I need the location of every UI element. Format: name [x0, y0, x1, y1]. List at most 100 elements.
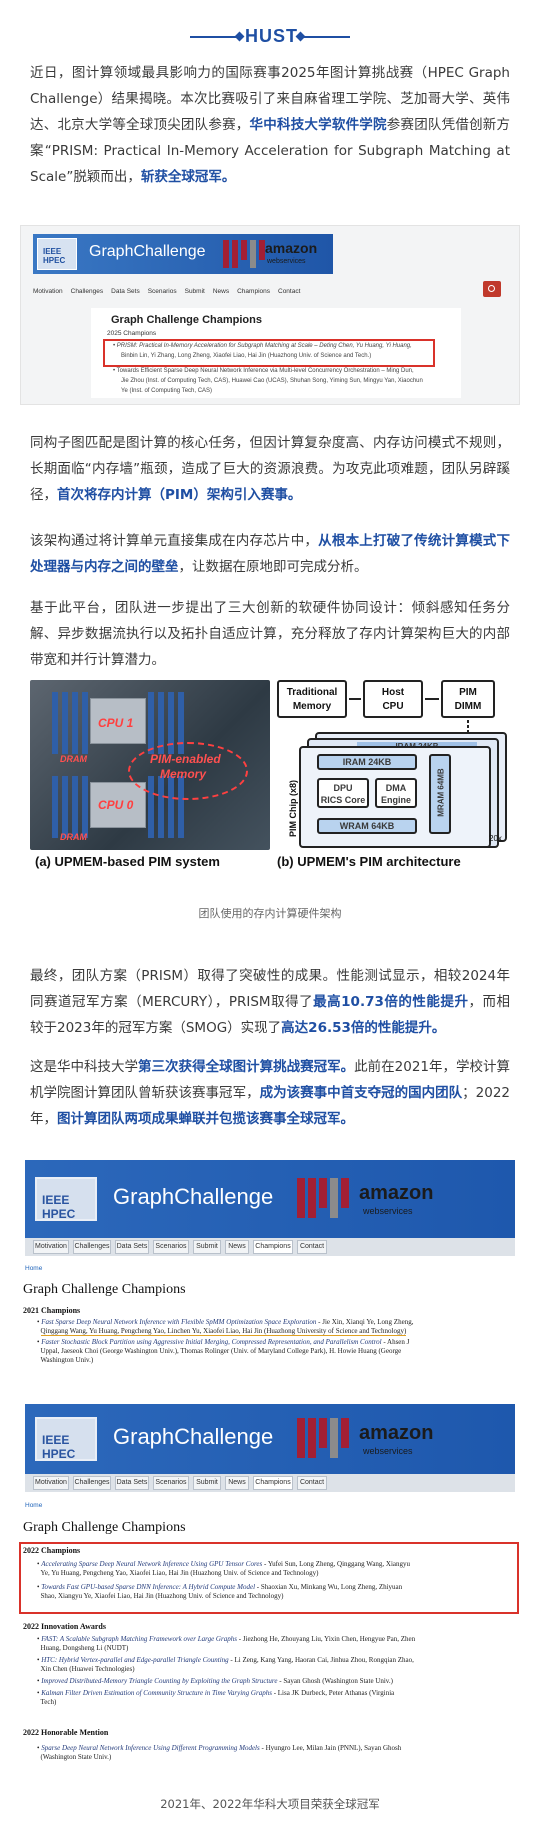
nav-data-sets[interactable]: Data Sets: [111, 288, 140, 295]
pim-highlight-ellipse: [128, 742, 248, 800]
gc-nav-2022: Motivation Challenges Data Sets Scenario…: [25, 1474, 515, 1492]
para3-highlight: 从根本上打破了传统计算模式下处理器与内存之间的壁垒: [30, 533, 511, 575]
dpu-box: DPU RICS Core: [317, 778, 369, 808]
champion-2021-1-authors-b: Qinggang Wang, Yu Huang, Pengcheng Yao, …: [40, 1327, 407, 1336]
mit-logo-2021: [297, 1178, 349, 1218]
gc-banner-title: GraphChallenge: [89, 243, 206, 260]
para6-text-2: 此前在2021年，学校计算机学院图计算团队曾斩获该赛事冠军，: [30, 1059, 511, 1101]
tab-motivation-2022[interactable]: Motivation: [33, 1476, 69, 1490]
final-caption: 2021年、2022年华科大项目荣获全球冠军: [160, 1797, 380, 1811]
para6-text-1: 这是华中科技大学: [30, 1059, 139, 1075]
honorable-2022-1: • Sparse Deep Neural Network Inference U…: [37, 1744, 402, 1761]
tab-news-2021[interactable]: News: [225, 1240, 249, 1254]
nav-submit[interactable]: Submit: [184, 288, 205, 295]
innovation-4-title: Kalman Filter Driven Estimation of Commu…: [41, 1689, 272, 1697]
gc-nav: Motivation Challenges Data Sets Scenarios Su…: [33, 288, 503, 302]
champion-2021-1-authors-a: - Jie Xin, Xianqi Ye, Long Zheng,: [316, 1318, 414, 1326]
dma-label-1: DMA: [385, 783, 407, 793]
home-link-2022[interactable]: Home: [25, 1502, 43, 1509]
dma-label-2: Engine: [380, 795, 411, 805]
champion-2021-1: • Fast Sparse Deep Neural Network Infere…: [37, 1318, 414, 1336]
nav-contact[interactable]: Contact: [278, 288, 301, 295]
year-2022-heading: 2022 Champions: [23, 1546, 81, 1555]
year-2021-heading: 2021 Champions: [23, 1306, 81, 1315]
nav-challenges[interactable]: Challenges: [70, 288, 104, 295]
innovation-2022-heading: 2022 Innovation Awards: [23, 1622, 106, 1631]
innovation-2-authors-b: Xin Chen (Huawei Technologies): [40, 1665, 135, 1673]
dram-label-bottom: DRAM: [60, 832, 87, 842]
champion-line-3: • Towards Efficient Sparse Deep Neural N…: [113, 368, 414, 374]
amazon-logo-2022: amazon: [359, 1422, 434, 1444]
champion-2022-2-authors-b: Shao, Xiangyu Ye, Xiaofei Liao, Hai Jin …: [40, 1592, 284, 1600]
tab-scenarios-2022[interactable]: Scenarios: [153, 1476, 189, 1490]
tab-challenges-2022[interactable]: Challenges: [73, 1476, 111, 1490]
champion-2022-2-title: Towards Fast GPU-based Sparse DNN Infere…: [41, 1583, 256, 1591]
innovation-2-title: HTC: Hybrid Vertex-parallel and Edge-par…: [41, 1656, 229, 1664]
para5-highlight-1: 最高10.73倍的性能提升: [313, 994, 469, 1010]
tab-challenges-2021[interactable]: Challenges: [73, 1240, 111, 1254]
tab-submit-2021[interactable]: Submit: [193, 1240, 221, 1254]
caption-b: (b) UPMEM's PIM architecture: [277, 854, 461, 869]
pim-dimm-label-1: PIM: [459, 687, 477, 698]
champion-line-1: • PRISM: Practical In-Memory Acceleratio…: [113, 343, 412, 349]
pim-label-line2: Memory: [160, 767, 207, 781]
paragraph-3: 该架构通过将计算单元直接集成在内存芯片中，从根本上打破了传统计算模式下处理器与内…: [30, 528, 510, 580]
search-button[interactable]: [483, 281, 501, 297]
amazon-sub-2021: webservices: [363, 1206, 413, 1216]
tab-data-sets-2021[interactable]: Data Sets: [115, 1240, 149, 1254]
intro-text-1: 近日，图计算领域最具影响力的国际赛事2025年图计算挑战赛（HPEC Graph…: [30, 65, 510, 133]
figure-caption: 团队使用的存内计算硬件架构: [198, 907, 342, 920]
cpu1-label: CPU 1: [98, 716, 134, 730]
intro-highlight-school: 华中科技大学软件学院: [249, 117, 387, 133]
paragraph-2: 同构子图匹配是图计算的核心任务，但因计算复杂度高、内存访问模式不规则，长期面临“…: [30, 430, 510, 508]
arch-arrows: [349, 698, 469, 732]
tab-contact-2022[interactable]: Contact: [297, 1476, 327, 1490]
innovation-1-title: FAST: A Scalable Subgraph Matching Frame…: [41, 1635, 237, 1643]
x20-label: 20x: [489, 834, 502, 843]
intro-text-2: 参赛团队凭借创新方案“PRISM: Practical In-Memory Ac…: [30, 117, 511, 185]
intro-paragraph: 近日，图计算领域最具影响力的国际赛事2025年图计算挑战赛（HPEC Graph…: [30, 60, 510, 190]
amazon-sub: webservices: [267, 258, 306, 265]
honorable-2022-heading: 2022 Honorable Mention: [23, 1728, 109, 1737]
tab-champions-2021[interactable]: Champions: [253, 1240, 293, 1254]
tab-motivation-2021[interactable]: Motivation: [33, 1240, 69, 1254]
tab-data-sets-2022[interactable]: Data Sets: [115, 1476, 149, 1490]
para5-text-2: ，而相较于2023年的冠军方案（SMOG）实现了: [30, 994, 510, 1036]
para5-text-1: 最终，团队方案（PRISM）取得了突破性的成果。性能测试显示，相较2024年同赛…: [30, 968, 510, 1010]
nav-news[interactable]: News: [212, 288, 230, 295]
para2-highlight: 首次将存内计算（PIM）架构引入赛事。: [57, 487, 302, 503]
article-header: HUST: [0, 20, 540, 56]
para2-text: 同构子图匹配是图计算的核心任务，但因计算复杂度高、内存访问模式不规则，长期面临“…: [30, 435, 510, 503]
nav-motivation[interactable]: Motivation: [33, 288, 63, 295]
tab-champions-2022[interactable]: Champions: [253, 1476, 293, 1490]
dpu-label-2: RICS Core: [320, 795, 366, 805]
innovation-1-authors-a: - Jiezhong He, Zhouyang Liu, Yixin Chen,…: [236, 1635, 416, 1643]
honorable-1-title: Sparse Deep Neural Network Inference Usi…: [41, 1744, 260, 1752]
ieee-hpec-logo-text: IEEE HPEC: [43, 247, 66, 265]
graphchallenge-2025-screenshot: IEEE HPEC GraphChallenge amazon webservi…: [20, 225, 520, 405]
traditional-label-2: Memory: [292, 701, 332, 712]
intro-highlight-champion: 斩获全球冠军。: [140, 169, 236, 185]
ieee-hpec-logo-text-2022: IEEE HPEC: [42, 1433, 76, 1461]
nav-scenarios[interactable]: Scenarios: [147, 288, 177, 295]
mit-logo-2022: [297, 1418, 349, 1458]
dma-box: DMA Engine: [375, 778, 417, 808]
home-link-2021[interactable]: Home: [25, 1265, 43, 1272]
champion-2022-1-authors-a: - Yufei Sun, Long Zheng, Qinggang Wang, …: [262, 1560, 411, 1568]
tab-scenarios-2021[interactable]: Scenarios: [153, 1240, 189, 1254]
ieee-hpec-logo-2021: IEEE HPEC: [35, 1177, 97, 1221]
tab-contact-2021[interactable]: Contact: [297, 1240, 327, 1254]
nav-champions[interactable]: Champions: [237, 288, 270, 295]
header-diamond-left: [234, 31, 245, 42]
header-line-left: [190, 36, 240, 38]
innovation-1-authors-b: Huang, Dongsheng Li (NUDT): [40, 1644, 129, 1652]
iram-box: IRAM 24KB: [317, 754, 417, 770]
tab-submit-2022[interactable]: Submit: [193, 1476, 221, 1490]
para6-highlight-3: 图计算团队两项成果蝉联并包揽该赛事全球冠军。: [57, 1111, 354, 1127]
dpu-label-1: DPU: [333, 783, 353, 793]
tab-news-2022[interactable]: News: [225, 1476, 249, 1490]
